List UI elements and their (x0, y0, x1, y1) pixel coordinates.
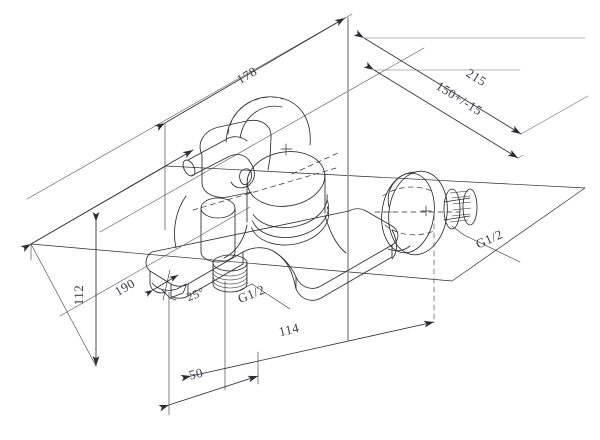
spout-body (145, 208, 399, 301)
dimension-150 (363, 61, 524, 159)
label-25deg: 25° (184, 284, 206, 304)
leader-thread-front (235, 283, 291, 310)
extension-lines (30, 215, 97, 367)
label-114: 114 (277, 320, 300, 339)
lever-thumb-detail (239, 168, 253, 185)
hidden-dome-outline (192, 96, 341, 211)
label-178: 178 (234, 63, 260, 86)
dimension-labels: 178 215 150+/-15 112 190 25° G1/2 G1/2 5… (71, 63, 505, 382)
label-112: 112 (71, 285, 86, 306)
label-thread-front: G1/2 (236, 282, 268, 306)
dimension-25deg (144, 269, 179, 301)
diverter-knob (200, 197, 236, 263)
dimension-50 (158, 291, 259, 416)
dimension-114 (180, 280, 435, 391)
center-cross-mark (280, 143, 293, 156)
lever-hub (199, 119, 272, 198)
label-190: 190 (112, 275, 138, 298)
wall-flange (381, 170, 448, 256)
flange-arm (387, 229, 411, 260)
dimension-215 (353, 29, 589, 135)
dimension-190 (20, 149, 251, 317)
label-50: 50 (187, 365, 204, 383)
shower-outlet-thread (212, 254, 248, 293)
label-215: 215 (464, 65, 490, 89)
isometric-ground-plane (30, 165, 586, 282)
flange-hidden-centerline (374, 186, 461, 236)
cartridge-cap-arc (225, 96, 311, 146)
leader-thread-right (451, 225, 521, 263)
mixer-cartridge-housing (246, 151, 330, 246)
wall-inlet-thread (443, 188, 478, 230)
body-neck (174, 195, 347, 259)
flange-center-cross (420, 205, 432, 217)
